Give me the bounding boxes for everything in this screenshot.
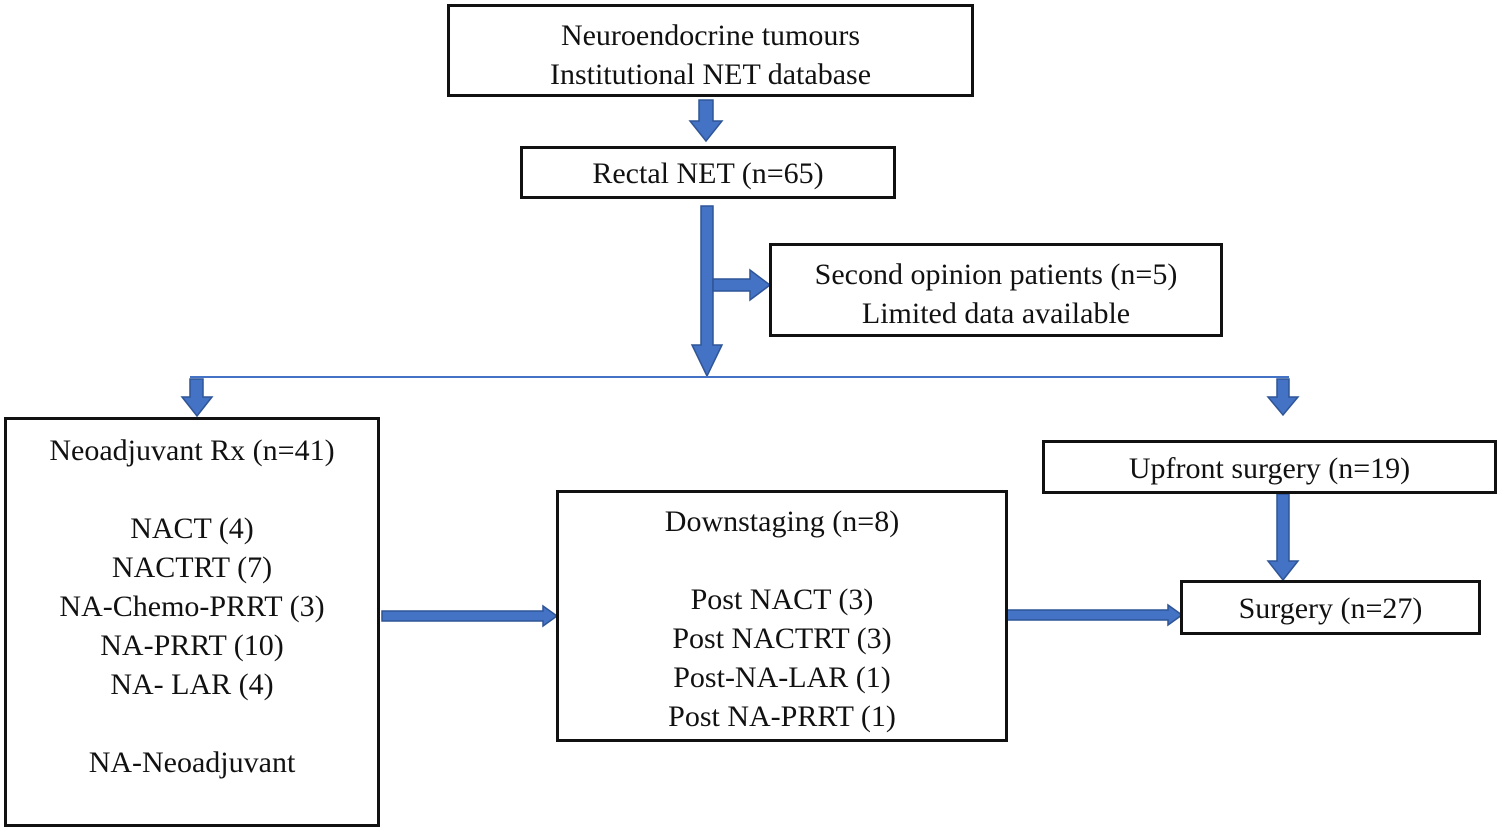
arrow-downstaging-to-surgery [1006, 603, 1184, 627]
neoadjuvant-title: Neoadjuvant Rx (n=41) [49, 434, 335, 467]
database-line-1: Neuroendocrine tumours [560, 19, 861, 52]
database-line-2: Institutional NET database [549, 58, 872, 91]
upfront-surgery-box: Upfront surgery (n=19) [1042, 440, 1497, 494]
rectal-net-label: Rectal NET (n=65) [592, 157, 824, 190]
surgery-box: Surgery (n=27) [1180, 580, 1481, 635]
downstaging-item: Post-NA-LAR (1) [673, 661, 891, 694]
neoadjuvant-item: NACTRT (7) [111, 551, 273, 584]
neoadjuvant-item: NACT (4) [130, 512, 254, 545]
downstaging-box: Downstaging (n=8) Post NACT (3) Post NAC… [556, 490, 1008, 742]
neoadjuvant-item: NA-Chemo-PRRT (3) [59, 590, 325, 623]
arrow-to-second-opinion [712, 268, 772, 302]
arrow-to-neoadjuvant [180, 378, 214, 418]
second-opinion-line-1: Second opinion patients (n=5) [814, 258, 1178, 291]
arrow-upfront-to-surgery [1266, 493, 1300, 582]
neoadjuvant-item: NA-PRRT (10) [100, 629, 284, 662]
downstaging-title: Downstaging (n=8) [664, 505, 900, 538]
neoadjuvant-item: NA- LAR (4) [110, 668, 274, 701]
arrow-db-to-rectal [688, 99, 724, 143]
surgery-label: Surgery (n=27) [1238, 592, 1423, 625]
upfront-surgery-label: Upfront surgery (n=19) [1128, 452, 1411, 485]
arrow-rectal-to-split [690, 205, 724, 378]
downstaging-item: Post NACT (3) [690, 583, 874, 616]
second-opinion-line-2: Limited data available [861, 297, 1131, 330]
rectal-net-box: Rectal NET (n=65) [520, 146, 896, 199]
arrow-neoadjuvant-to-downstaging [381, 604, 559, 628]
neoadjuvant-footnote: NA-Neoadjuvant [88, 746, 296, 779]
neoadjuvant-box: Neoadjuvant Rx (n=41) NACT (4) NACTRT (7… [4, 417, 380, 827]
database-box: Neuroendocrine tumours Institutional NET… [447, 4, 974, 97]
downstaging-item: Post NA-PRRT (1) [668, 700, 896, 733]
downstaging-item: Post NACTRT (3) [672, 622, 892, 655]
arrow-to-upfront [1266, 378, 1300, 417]
second-opinion-box: Second opinion patients (n=5) Limited da… [769, 243, 1223, 337]
